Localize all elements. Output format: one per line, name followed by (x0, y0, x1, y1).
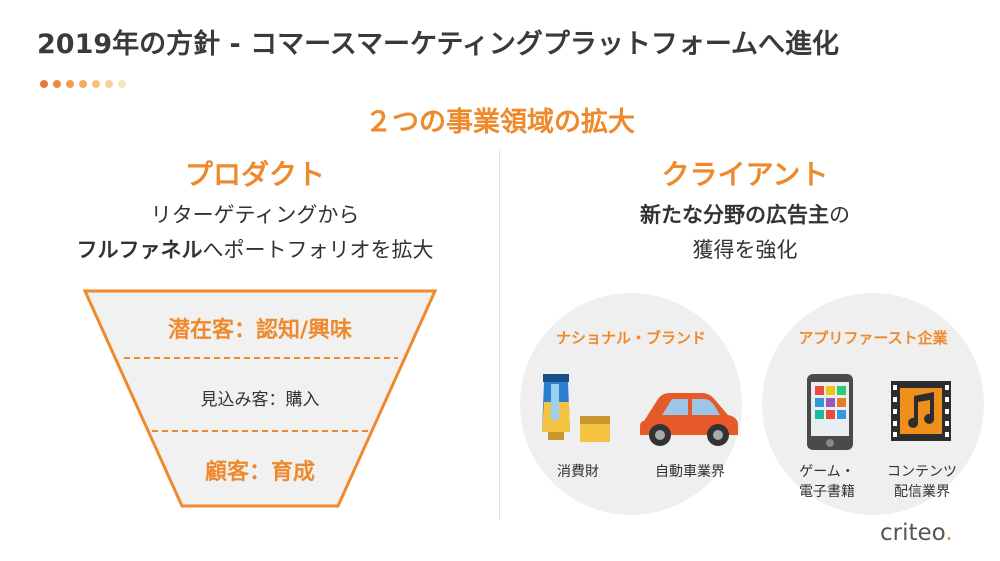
client-title: クライアント (661, 158, 829, 191)
funnel-diagram (82, 289, 438, 508)
client-desc-rest: の (829, 203, 850, 227)
headline: ２つの事業領域の拡大 (365, 107, 635, 138)
funnel-shape (82, 289, 438, 508)
item-label-consumer-goods: 消費財 (557, 464, 599, 480)
client-desc-line1: 新たな分野の広告主の (530, 198, 960, 233)
decorative-dot (79, 80, 87, 88)
item-label-content: コンテンツ 配信業界 (887, 464, 957, 500)
car-icon (640, 393, 738, 446)
decorative-dot (66, 80, 74, 88)
decorative-dot (53, 80, 61, 88)
funnel-stage-leads: 見込み客：購入 (200, 390, 320, 410)
decorative-dot (40, 80, 48, 88)
product-desc-bold: フルファネル (76, 238, 203, 262)
client-desc-line2: 獲得を強化 (692, 238, 798, 262)
product-title: プロダクト (184, 158, 325, 191)
funnel-stage-customers: 顧客：育成 (204, 460, 315, 485)
client-description: 新たな分野の広告主の 獲得を強化 (530, 198, 960, 268)
film-music-icon (891, 381, 951, 441)
smartphone-icon (807, 374, 853, 450)
decorative-dot (105, 80, 113, 88)
slide-title: 2019年の方針 - コマースマーケティングプラットフォームへ進化 (37, 29, 840, 60)
logo-mark: . (945, 520, 953, 546)
product-desc-rest: へポートフォリオを拡大 (202, 238, 434, 262)
product-desc-line1: リターゲティングから (150, 203, 360, 227)
item-label-games-ebooks: ゲーム・ 電子書籍 (799, 464, 855, 500)
item-label-automotive: 自動車業界 (655, 464, 725, 480)
product-description: リターゲティングから フルファネルへポートフォリオを拡大 (40, 198, 470, 268)
cosmetics-icon (542, 374, 610, 442)
criteo-logo: criteo. (880, 520, 953, 546)
client-desc-bold: 新たな分野の広告主 (640, 203, 829, 227)
decorative-dots (40, 80, 126, 88)
logo-text: criteo (880, 520, 946, 546)
product-desc-line2: フルファネルへポートフォリオを拡大 (40, 233, 470, 268)
decorative-dot (118, 80, 126, 88)
category-national-brand: ナショナル・ブランド (555, 329, 706, 347)
funnel-stage-prospects: 潜在客：認知/興味 (167, 318, 353, 343)
section-divider (499, 150, 500, 520)
category-app-first: アプリファースト企業 (798, 329, 948, 347)
decorative-dot (92, 80, 100, 88)
